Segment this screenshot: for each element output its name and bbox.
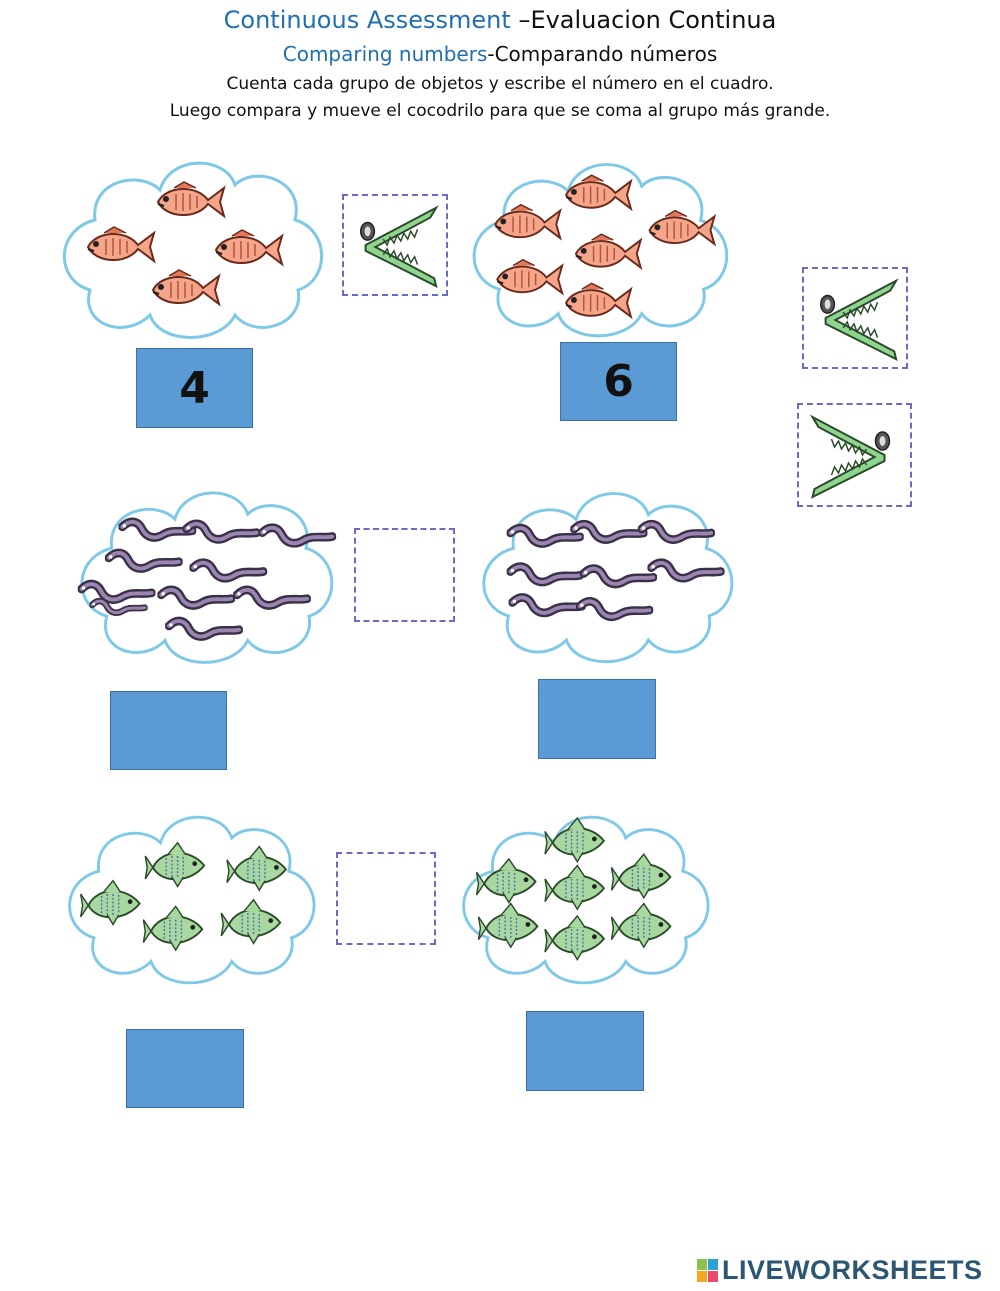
answer-box-row-2-right[interactable] bbox=[538, 679, 656, 759]
draggable-crocodile-greater-than[interactable] bbox=[797, 403, 912, 507]
liveworksheets-logo-text: LIVEWORKSHEETS bbox=[722, 1255, 983, 1285]
cloud-group-green-fish-left bbox=[56, 800, 322, 990]
subtitle-spanish: -Comparando números bbox=[487, 42, 718, 66]
page-subtitle: Comparing numbers-Comparando números bbox=[0, 42, 1000, 66]
instruction-line-1: Cuenta cada grupo de objetos y escribe e… bbox=[226, 74, 774, 94]
answer-box-row-1-left[interactable]: 4 bbox=[136, 348, 253, 428]
liveworksheets-logo-icon bbox=[697, 1258, 719, 1283]
draggable-crocodile-less-than[interactable] bbox=[802, 267, 908, 369]
answer-box-row-3-right[interactable] bbox=[526, 1011, 644, 1091]
cloud-group-eels-left bbox=[68, 480, 340, 665]
crocodile-less-than-icon bbox=[804, 269, 906, 367]
instruction-line-2: Luego compara y mueve el cocodrilo para … bbox=[169, 101, 831, 121]
comparison-drop-zone-row-1[interactable] bbox=[342, 194, 448, 296]
answer-box-row-1-right[interactable]: 6 bbox=[560, 342, 677, 421]
cloud-group-orange-fish-right bbox=[460, 150, 735, 340]
cloud-group-orange-fish-left bbox=[50, 150, 330, 340]
title-english: Continuous Assessment bbox=[223, 6, 511, 34]
answer-box-row-3-left[interactable] bbox=[126, 1029, 244, 1108]
page-title: Continuous Assessment –Evaluacion Contin… bbox=[0, 6, 1000, 34]
crocodile-greater-than-icon bbox=[799, 405, 910, 505]
liveworksheets-logo: LIVEWORKSHEETS bbox=[697, 1255, 983, 1286]
answer-box-row-2-left[interactable] bbox=[110, 691, 227, 770]
comparison-drop-zone-row-2[interactable] bbox=[354, 528, 455, 622]
crocodile-less-than-icon bbox=[344, 196, 446, 294]
comparison-drop-zone-row-3[interactable] bbox=[336, 852, 436, 945]
cloud-group-green-fish-right bbox=[450, 800, 716, 990]
subtitle-english: Comparing numbers bbox=[282, 42, 488, 66]
title-spanish: –Evaluacion Continua bbox=[518, 6, 777, 34]
cloud-group-eels-right bbox=[470, 480, 740, 665]
